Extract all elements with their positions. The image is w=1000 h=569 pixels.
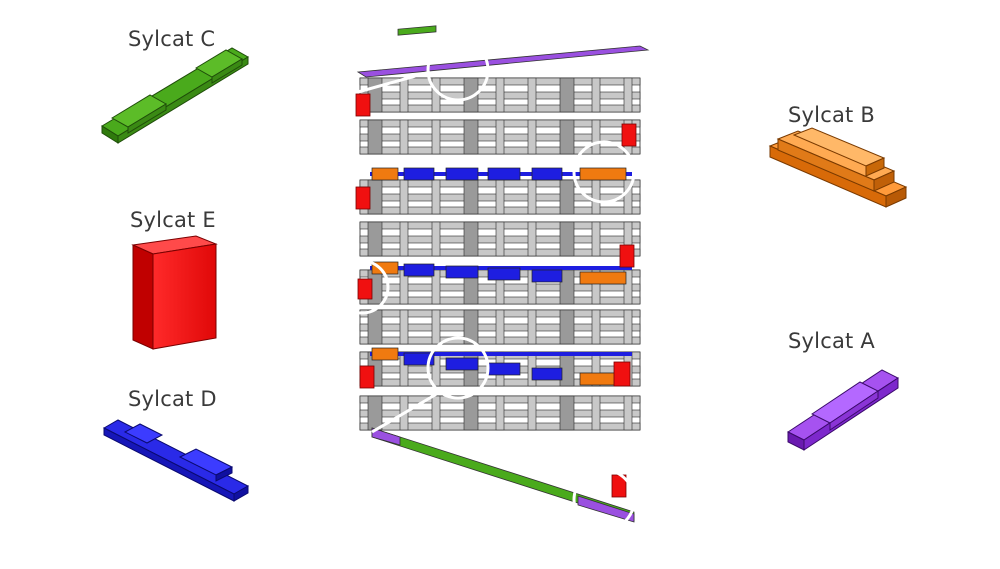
bottom-connector-strip xyxy=(371,427,635,523)
sylcat-b-label: Sylcat B xyxy=(788,103,875,127)
sylcat-a-part xyxy=(787,369,899,451)
pallet-assembly xyxy=(334,25,650,532)
sylcat-e-label: Sylcat E xyxy=(130,208,216,232)
sylcat-b-part xyxy=(768,127,908,208)
red-blocks xyxy=(355,93,637,498)
pallet-layer xyxy=(359,119,641,155)
sylcat-c-part xyxy=(101,47,249,144)
callout-circles xyxy=(334,38,636,532)
sylcat-d-part xyxy=(102,419,250,502)
pallet-layer xyxy=(359,179,641,215)
top-connector-strip xyxy=(356,25,650,78)
sylcat-c-label: Sylcat C xyxy=(128,27,216,51)
sylcat-d-label: Sylcat D xyxy=(128,387,217,411)
pallet-layer xyxy=(359,77,641,113)
sylcat-a-label: Sylcat A xyxy=(788,329,875,353)
connector-row xyxy=(370,167,632,181)
pallet-layer xyxy=(359,221,641,257)
sylcat-e-part xyxy=(131,235,218,350)
pallet-layer xyxy=(359,309,641,345)
